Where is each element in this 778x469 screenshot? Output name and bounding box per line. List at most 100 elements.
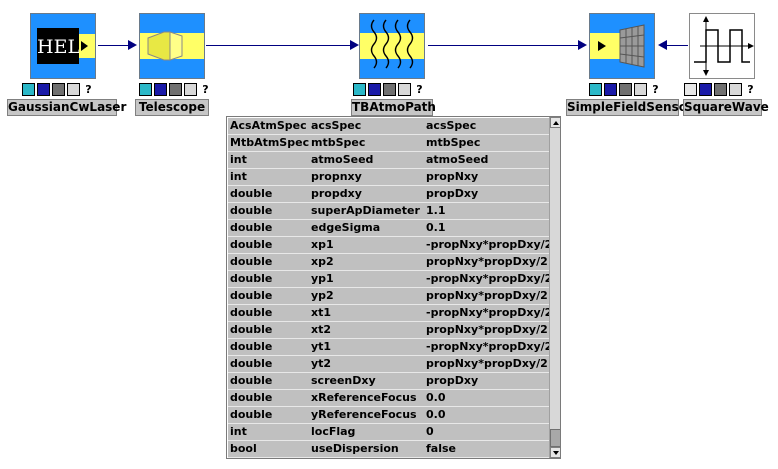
- laser-label: GaussianCwLaser: [7, 99, 127, 116]
- param-value[interactable]: propNxy*propDxy/2: [426, 289, 548, 302]
- telescope-icon[interactable]: [139, 13, 205, 79]
- table-row[interactable]: double xt1 -propNxy*propDxy/2: [228, 305, 553, 322]
- param-value[interactable]: propNxy*propDxy/2: [426, 323, 548, 336]
- param-value[interactable]: propDxy: [426, 187, 479, 200]
- help-icon[interactable]: ?: [416, 83, 423, 96]
- param-type: double: [230, 306, 273, 319]
- param-value[interactable]: 1.1: [426, 204, 446, 217]
- help-icon[interactable]: ?: [747, 83, 754, 96]
- toggle-icon[interactable]: [398, 83, 411, 96]
- vertical-scrollbar[interactable]: [549, 117, 560, 458]
- toggle-icon[interactable]: [184, 83, 197, 96]
- param-name: mtbSpec: [311, 136, 366, 149]
- param-value[interactable]: 0.1: [426, 221, 446, 234]
- input-port-icon[interactable]: [353, 83, 366, 96]
- param-value[interactable]: propNxy*propDxy/2: [426, 357, 548, 370]
- param-type: MtbAtmSpec: [230, 136, 310, 149]
- param-value[interactable]: false: [426, 442, 456, 455]
- input-port-icon[interactable]: [22, 83, 35, 96]
- wire-arrow-sensor: [578, 40, 587, 50]
- scroll-down-button[interactable]: [550, 447, 560, 458]
- laser-icon[interactable]: HEL: [30, 13, 96, 79]
- field-sensor-icon[interactable]: [589, 13, 655, 79]
- scroll-thumb[interactable]: [550, 429, 560, 447]
- scroll-up-button[interactable]: [550, 117, 560, 128]
- param-type: int: [230, 153, 247, 166]
- output-port-icon[interactable]: [368, 83, 381, 96]
- scroll-down-icon: [553, 451, 559, 455]
- laser-body: [37, 28, 79, 64]
- param-value[interactable]: propDxy: [426, 374, 479, 387]
- output-port-icon[interactable]: [699, 83, 712, 96]
- param-value[interactable]: 0.0: [426, 391, 446, 404]
- param-value[interactable]: mtbSpec: [426, 136, 481, 149]
- param-type: double: [230, 187, 273, 200]
- param-name: xt1: [311, 306, 332, 319]
- param-name: superApDiameter: [311, 204, 420, 217]
- state-icon[interactable]: [383, 83, 396, 96]
- output-port-icon[interactable]: [154, 83, 167, 96]
- state-icon[interactable]: [714, 83, 727, 96]
- param-value[interactable]: atmoSeed: [426, 153, 489, 166]
- table-row[interactable]: double yp2 propNxy*propDxy/2: [228, 288, 549, 305]
- toggle-icon[interactable]: [67, 83, 80, 96]
- output-port-icon[interactable]: [604, 83, 617, 96]
- param-type: double: [230, 238, 273, 251]
- output-port-icon[interactable]: [37, 83, 50, 96]
- param-name: xReferenceFocus: [311, 391, 417, 404]
- table-row[interactable]: double yt1 -propNxy*propDxy/2: [228, 339, 553, 356]
- help-icon[interactable]: ?: [202, 83, 209, 96]
- input-port-icon[interactable]: [589, 83, 602, 96]
- input-port-icon[interactable]: [139, 83, 152, 96]
- param-value[interactable]: -propNxy*propDxy/2: [426, 306, 553, 319]
- param-name: yReferenceFocus: [311, 408, 417, 421]
- toggle-icon[interactable]: [729, 83, 742, 96]
- param-value[interactable]: -propNxy*propDxy/2: [426, 238, 553, 251]
- state-icon[interactable]: [619, 83, 632, 96]
- help-icon[interactable]: ?: [652, 83, 659, 96]
- laser-icon-text: HEL: [37, 36, 81, 58]
- param-value[interactable]: -propNxy*propDxy/2: [426, 340, 553, 353]
- param-value[interactable]: 0.0: [426, 408, 446, 421]
- atmo-path-icon[interactable]: [359, 13, 425, 79]
- param-value[interactable]: -propNxy*propDxy/2: [426, 272, 553, 285]
- sensor-arrow-icon: [598, 41, 606, 51]
- param-type: double: [230, 340, 273, 353]
- param-name: locFlag: [311, 425, 356, 438]
- state-icon[interactable]: [52, 83, 65, 96]
- param-value[interactable]: 0: [426, 425, 434, 438]
- toggle-icon[interactable]: [634, 83, 647, 96]
- param-name: propnxy: [311, 170, 362, 183]
- square-wave-icon[interactable]: [689, 13, 755, 79]
- param-value[interactable]: acsSpec: [426, 119, 477, 132]
- param-name: yt1: [311, 340, 332, 353]
- param-name: edgeSigma: [311, 221, 381, 234]
- param-type: double: [230, 289, 273, 302]
- help-icon[interactable]: ?: [85, 83, 92, 96]
- param-name: yp2: [311, 289, 334, 302]
- param-name: xt2: [311, 323, 332, 336]
- param-value[interactable]: propNxy: [426, 170, 479, 183]
- state-icon[interactable]: [169, 83, 182, 96]
- param-value[interactable]: propNxy*propDxy/2: [426, 255, 548, 268]
- sigma-icon[interactable]: [684, 83, 697, 96]
